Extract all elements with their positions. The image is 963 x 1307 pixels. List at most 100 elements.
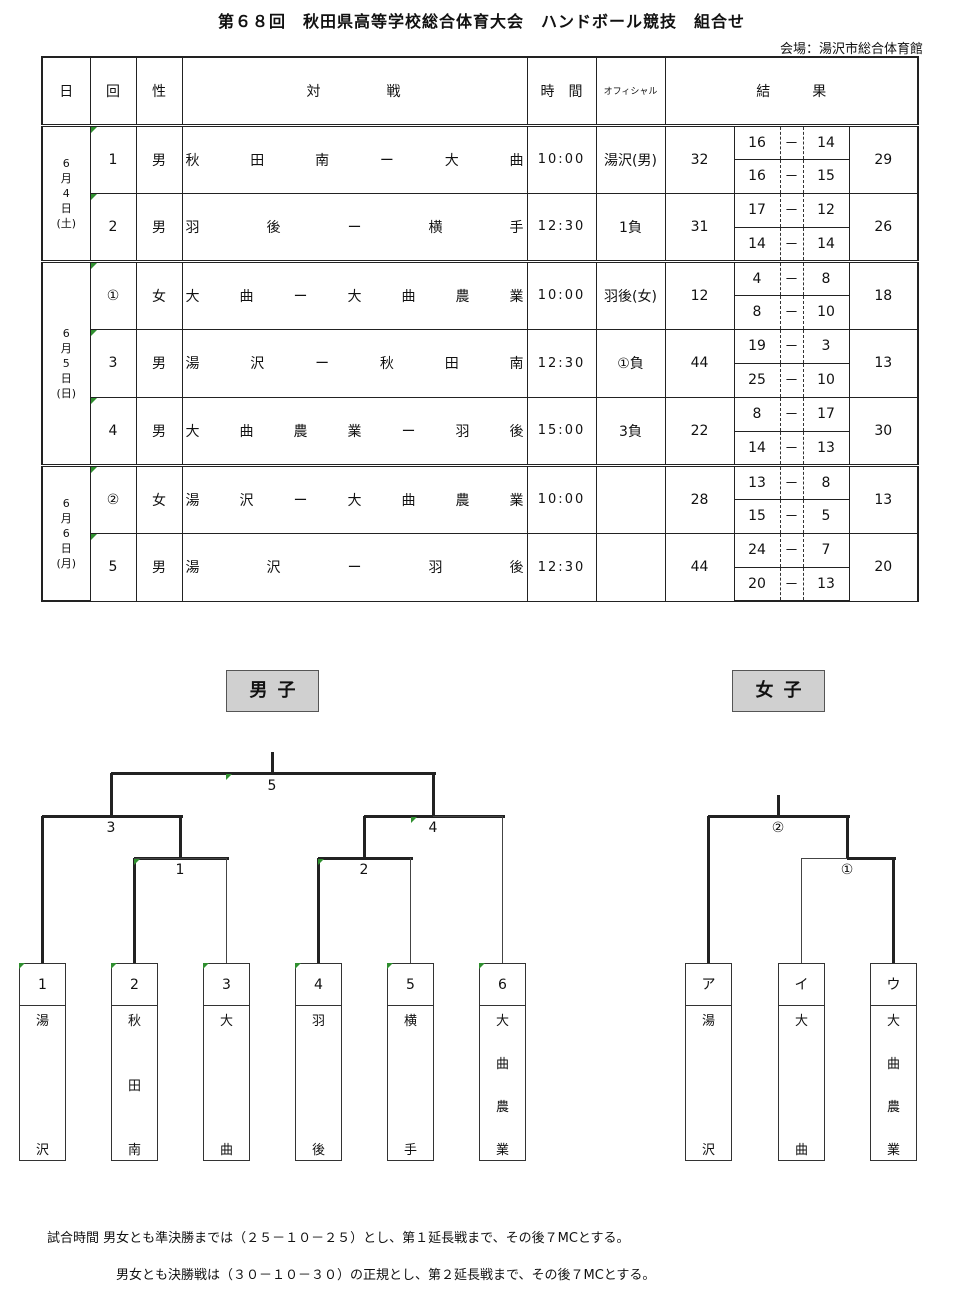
table-header-row: 日 回 性 対 戦 時 間 オフィシャル 結 果 xyxy=(41,56,919,126)
round-label-semifinal: ① xyxy=(840,862,854,878)
team-name-char: 田 xyxy=(127,1078,141,1094)
match-time: 10:00 xyxy=(526,463,597,534)
half2-score-a: 16 xyxy=(733,158,781,194)
header-round: 回 xyxy=(89,56,137,126)
team-name: 大曲 xyxy=(779,1007,824,1160)
match-sex: 男 xyxy=(135,396,183,466)
round-label-5: 5 xyxy=(267,778,277,794)
match-teams-text: 湯沢ー大曲農業 xyxy=(185,492,524,509)
match-teams-text: 秋田南ー大曲 xyxy=(185,152,524,169)
team-name: 大曲農業 xyxy=(871,1007,916,1160)
half1-score-a: 17 xyxy=(733,192,781,228)
team-number: 3 xyxy=(204,964,249,1006)
round-label-1: 1 xyxy=(175,862,185,878)
match-subrow: 20－13 xyxy=(42,566,918,602)
score-dash: － xyxy=(780,566,803,602)
men-bracket-label: 男子 xyxy=(226,670,319,712)
venue-label: 会場：湯沢市総合体育館 xyxy=(779,42,923,57)
score-dash: － xyxy=(780,328,803,364)
team-name: 大曲農業 xyxy=(480,1007,525,1160)
team-name-char: 大 xyxy=(495,1014,509,1029)
match-time: 15:00 xyxy=(526,396,597,466)
match-sex: 男 xyxy=(135,532,183,602)
day-char: 6 xyxy=(62,526,70,540)
winner-mark xyxy=(479,963,485,969)
bracket-line xyxy=(317,858,320,963)
match-score-b: 18 xyxy=(848,259,919,330)
team-name: 湯沢 xyxy=(20,1007,65,1160)
half2-score-a: 15 xyxy=(733,498,781,534)
match-number: 4 xyxy=(89,396,137,466)
page-title: 第６８回 秋田県高等学校総合体育大会 ハンドボール競技 組合せ xyxy=(217,12,745,31)
team-name-char: 南 xyxy=(127,1143,141,1158)
match-time: 10:00 xyxy=(526,259,597,330)
score-dash: － xyxy=(780,192,803,228)
half2-score-b: 15 xyxy=(802,158,850,194)
match-teams-text: 大曲ー大曲農業 xyxy=(185,288,524,305)
half2-score-b: 14 xyxy=(802,226,850,262)
match-score-a: 44 xyxy=(664,532,735,602)
round-label-2: 2 xyxy=(359,862,369,878)
header-time: 時 間 xyxy=(526,56,597,126)
match-teams-text: 大曲農業ー羽後 xyxy=(185,423,524,440)
match-score-a: 32 xyxy=(664,123,735,194)
match-teams-text: 羽後ー横手 xyxy=(185,219,524,236)
day-char: 4 xyxy=(62,186,70,200)
bracket-line xyxy=(271,752,274,773)
team-box: 3 大曲 xyxy=(203,963,250,1161)
team-name-char: 羽 xyxy=(311,1014,325,1029)
day-char: 月 xyxy=(60,171,72,185)
bracket-line xyxy=(433,816,503,817)
round-label-4: 4 xyxy=(428,820,438,836)
half1-score-a: 13 xyxy=(733,463,781,500)
half1-score-b: 7 xyxy=(802,532,850,568)
bracket-line xyxy=(110,773,113,816)
bracket-line xyxy=(707,816,710,963)
winner-mark xyxy=(295,963,301,969)
day-char: 6 xyxy=(62,326,70,340)
score-dash: － xyxy=(780,123,803,160)
match-score-b: 26 xyxy=(848,192,919,262)
day-char: (日) xyxy=(56,386,77,400)
team-name-char: 後 xyxy=(311,1143,325,1158)
half1-score-a: 19 xyxy=(733,328,781,364)
half1-score-a: 24 xyxy=(733,532,781,568)
half2-score-a: 14 xyxy=(733,226,781,262)
match-subrow: 15－5 xyxy=(42,498,918,534)
bracket-line xyxy=(318,857,413,860)
team-name-char: 大 xyxy=(886,1014,900,1029)
bracket-line xyxy=(134,858,227,859)
team-name-char: 沢 xyxy=(701,1143,715,1158)
half2-score-b: 10 xyxy=(802,362,850,398)
team-name-char: 曲 xyxy=(219,1143,233,1158)
match-score-b: 20 xyxy=(848,532,919,602)
match-score-a: 28 xyxy=(664,463,735,534)
match-number: ① xyxy=(89,259,137,330)
day-char: (月) xyxy=(56,556,77,570)
half2-score-b: 13 xyxy=(802,430,850,466)
match-number: 1 xyxy=(89,123,137,194)
team-name: 秋田南 xyxy=(112,1007,157,1160)
match-time: 12:30 xyxy=(526,192,597,262)
match-subrow: 14－14 xyxy=(42,226,918,262)
bracket-line xyxy=(111,772,436,775)
bracket-line xyxy=(432,773,435,816)
winner-mark xyxy=(111,963,117,969)
match-number: 2 xyxy=(89,192,137,262)
winner-mark xyxy=(19,963,25,969)
round-label-3: 3 xyxy=(106,820,116,836)
header-match: 対 戦 xyxy=(181,56,528,126)
team-name-char: 大 xyxy=(794,1014,808,1029)
team-name-char: 大 xyxy=(219,1014,233,1029)
team-name-char: 農 xyxy=(495,1100,509,1115)
team-name: 羽後 xyxy=(296,1007,341,1160)
team-name: 湯沢 xyxy=(686,1007,731,1160)
half2-score-b: 13 xyxy=(802,566,850,602)
